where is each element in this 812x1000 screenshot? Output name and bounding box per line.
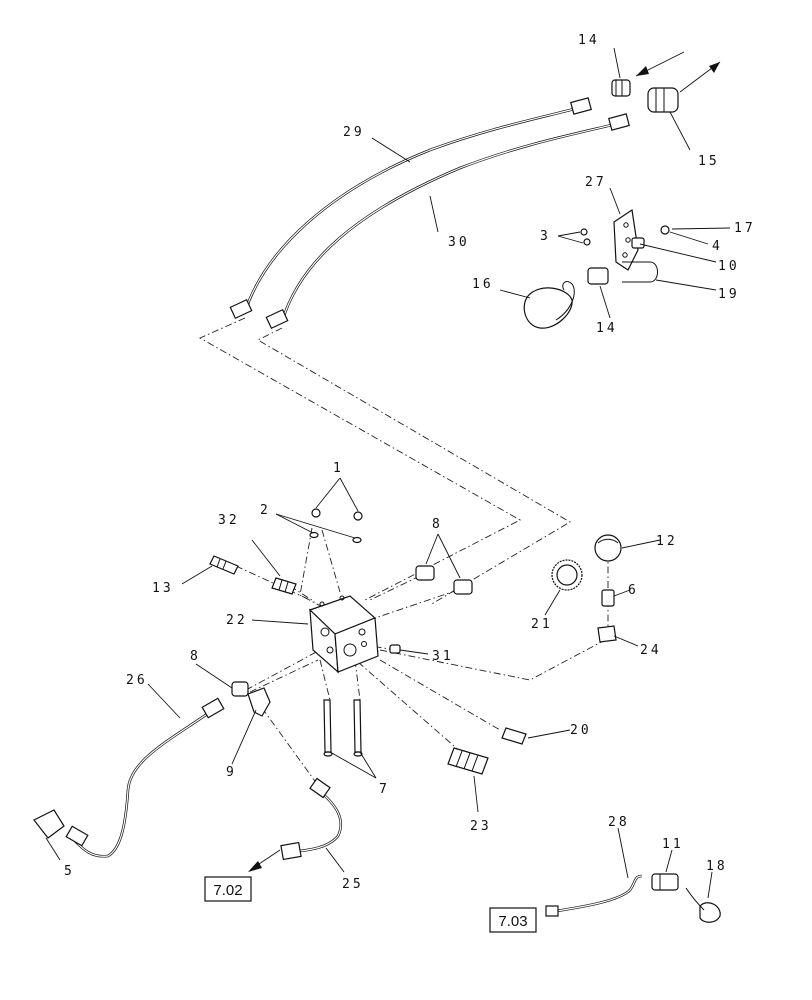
fitting-20[interactable] [501, 727, 527, 745]
callout-16: 16 [472, 277, 494, 292]
callout-labels: 14 15 29 30 27 3 17 4 10 19 16 14 1 2 32… [64, 33, 756, 892]
callout-20: 20 [570, 723, 592, 738]
callout-31: 31 [432, 649, 454, 664]
reference-box-7-03[interactable]: 7.03 [489, 907, 537, 933]
callout-26: 26 [126, 673, 148, 688]
nut-4[interactable] [660, 225, 670, 235]
washers-2[interactable] [309, 531, 362, 544]
elbow-5[interactable] [33, 809, 65, 839]
fitting-6[interactable] [601, 589, 615, 607]
callout-24: 24 [640, 643, 662, 658]
bracket-27[interactable] [613, 208, 639, 271]
valve-32[interactable] [271, 577, 297, 595]
plug-31[interactable] [389, 644, 401, 654]
hose-28[interactable] [545, 874, 643, 917]
callout-22: 22 [226, 613, 248, 628]
leader-lines [45, 47, 731, 899]
callout-3: 3 [540, 229, 551, 244]
callout-1: 1 [333, 461, 344, 476]
callout-11: 11 [662, 837, 684, 852]
fitting-8-lower[interactable] [231, 681, 249, 697]
valve-block-22[interactable] [308, 595, 379, 674]
u-bolt-19[interactable] [622, 261, 658, 283]
tee-24[interactable] [597, 625, 617, 643]
callout-25: 25 [342, 877, 364, 892]
callout-19: 19 [718, 287, 740, 302]
dust-plug-16[interactable] [523, 281, 575, 329]
callout-18: 18 [706, 859, 728, 874]
cap-18[interactable] [685, 887, 721, 923]
callout-5: 5 [64, 864, 75, 879]
gauge-12[interactable] [594, 534, 622, 562]
elbow-9[interactable] [247, 687, 271, 717]
callout-17: 17 [734, 221, 756, 236]
callout-7: 7 [379, 782, 390, 797]
hose-26[interactable] [65, 697, 225, 858]
callout-32: 32 [218, 513, 240, 528]
callout-28: 28 [608, 815, 630, 830]
callout-10: 10 [718, 259, 740, 274]
routing-lines [199, 317, 609, 796]
callout-9: 9 [226, 765, 237, 780]
coupler-14-top[interactable] [611, 79, 631, 97]
nuts-1[interactable] [311, 508, 363, 521]
callout-2: 2 [260, 503, 271, 518]
callout-23: 23 [470, 819, 492, 834]
cartridge-13[interactable] [209, 555, 239, 575]
callout-6: 6 [628, 583, 639, 598]
callout-27: 27 [585, 175, 607, 190]
bolts-7[interactable] [323, 699, 363, 757]
valve-23[interactable] [447, 747, 489, 775]
fitting-11[interactable] [651, 873, 679, 891]
callout-21: 21 [531, 617, 553, 632]
callout-12: 12 [656, 534, 678, 549]
reference-label-7-02: 7.02 [213, 882, 242, 899]
coupler-14-lower[interactable] [587, 267, 609, 285]
callout-13: 13 [152, 581, 174, 596]
hose-29[interactable] [229, 97, 592, 320]
coupler-15[interactable] [647, 87, 679, 113]
hose-30[interactable] [265, 113, 630, 330]
hose-25[interactable] [280, 777, 343, 861]
callout-14-top: 14 [578, 33, 600, 48]
reference-label-7-03: 7.03 [498, 913, 527, 930]
fittings-8-upper[interactable] [415, 565, 473, 595]
callout-15: 15 [698, 154, 720, 169]
gear-21[interactable] [551, 559, 583, 591]
flow-arrows [635, 51, 721, 93]
screws-3[interactable] [580, 228, 591, 246]
callout-8-lower: 8 [190, 649, 201, 664]
fitting-10[interactable] [631, 237, 645, 249]
callout-30: 30 [448, 235, 470, 250]
callout-8-upper: 8 [432, 517, 443, 532]
callout-29: 29 [343, 125, 365, 140]
callout-4: 4 [712, 239, 723, 254]
arrow-to-7-02 [248, 849, 281, 872]
reference-box-7-02[interactable]: 7.02 [204, 876, 252, 902]
callout-14-lower: 14 [596, 321, 618, 336]
